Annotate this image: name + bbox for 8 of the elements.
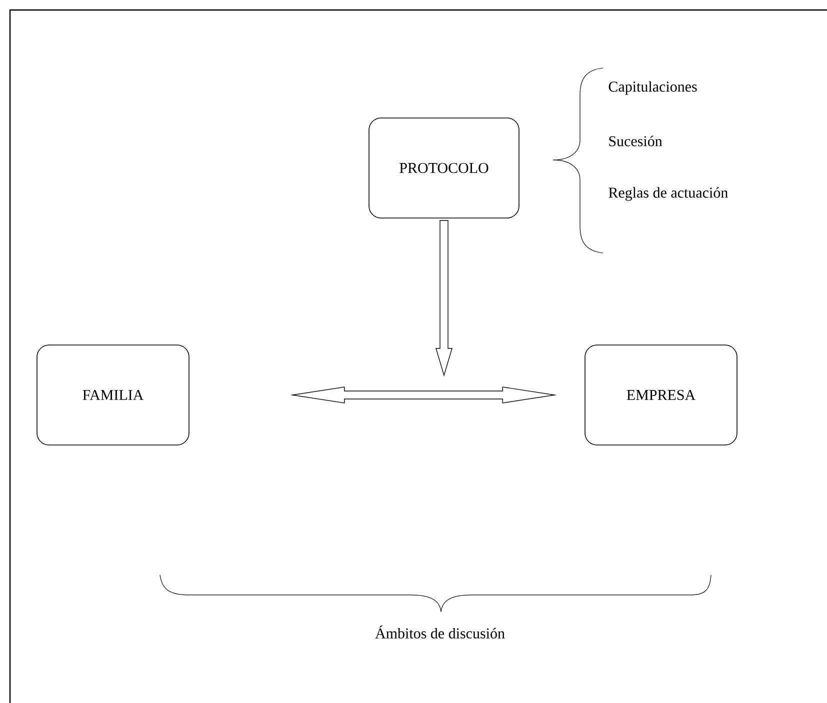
caption-text: Ámbitos de discusión: [375, 625, 505, 638]
process-box: PROTOCOLO: [368, 118, 520, 218]
process-box: EMPRESA: [584, 344, 738, 446]
label-text: Capitulaciones: [608, 81, 697, 95]
label-text: Reglas de actuación: [608, 187, 728, 201]
process-box: FAMILIA: [36, 344, 190, 446]
label-text: Sucesión: [609, 136, 662, 146]
arrow: [436, 220, 452, 377]
